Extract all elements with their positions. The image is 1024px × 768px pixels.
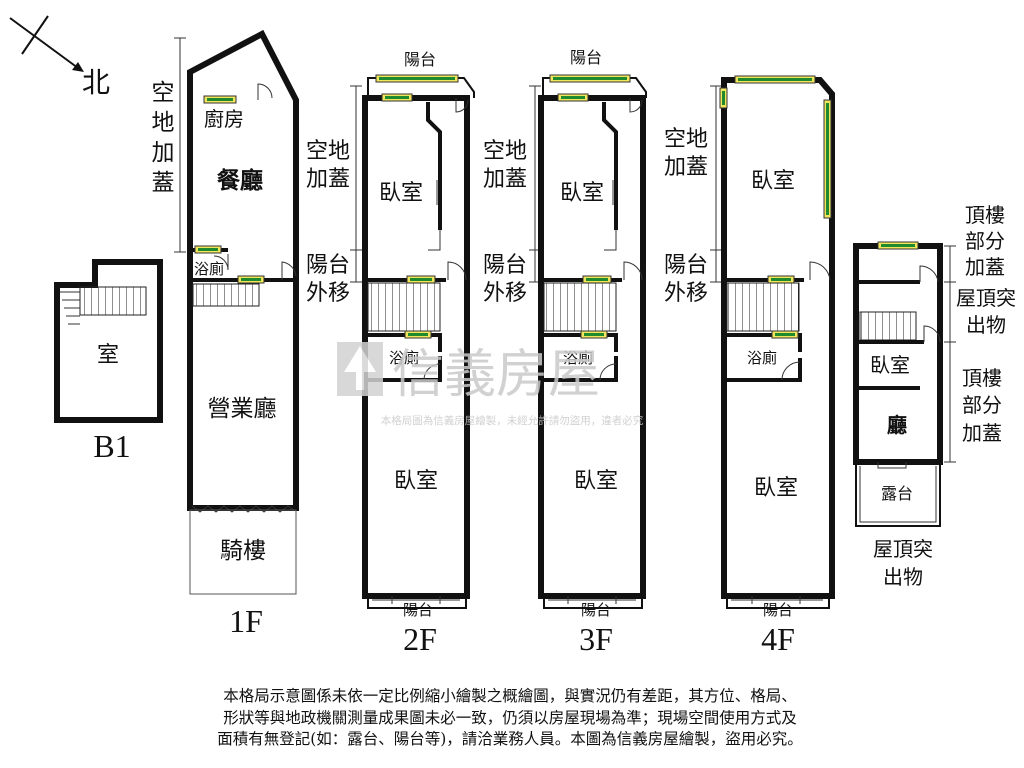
floor-label-1f: 1F [229, 603, 263, 639]
f2-side-addition-2: 加蓋 [306, 167, 350, 192]
f1-side-addition-1: 空 [152, 80, 175, 106]
f3-side-balcony-1: 陽台 [483, 253, 527, 278]
roof-terrace-label: 露台 [881, 484, 913, 503]
north-label: 北 [82, 66, 110, 99]
b1-stairs [60, 286, 147, 325]
f1-side-addition-3: 加 [152, 140, 175, 166]
f2-balcony-top-label: 陽台 [404, 50, 436, 69]
floor-3f: 空地 加蓋 陽台 外移 陽台 臥室 浴廁 臥室 陽台 [483, 48, 647, 619]
floor-label-4f: 4F [761, 621, 795, 657]
roof-bottom-addition-2: 部分 [962, 393, 1002, 417]
floor-label-b1: B1 [93, 428, 130, 464]
f4-balcony-bottom-label: 陽台 [763, 601, 793, 619]
f4-bath-label: 浴廁 [747, 349, 777, 367]
roof-protrusion-side-1: 屋頂突 [956, 286, 1016, 310]
f3-bedroom-upper-label: 臥室 [560, 181, 604, 206]
brand-logo-icon [337, 342, 383, 396]
f1-side-addition-2: 地 [152, 110, 175, 136]
watermark-notice: 本格局圖為信義房屋繪製，未經允許請勿盜用，違者必究 [381, 414, 644, 427]
f3-side-balcony-2: 外移 [483, 281, 527, 306]
roof-protrusion-below-2: 出物 [883, 565, 923, 589]
f3-balcony-bottom-label: 陽台 [581, 601, 611, 619]
roof-top-addition-1: 頂樓 [965, 203, 1005, 227]
disclaimer-line-1: 本格局示意圖係未依一定比例縮小繪製之概繪圖，與實況仍有差距，其方位、格局、 [223, 687, 797, 705]
north-arrow-icon [9, 15, 84, 72]
floor-label-2f: 2F [403, 621, 437, 657]
f2-balcony-bottom-label: 陽台 [403, 601, 433, 619]
disclaimer-line-3: 面積有無登記(如：露台、陽台等)，請洽業務人員。本圖為信義房屋繪製，盜用必究。 [217, 730, 803, 748]
f2-side-balcony-2: 外移 [306, 281, 350, 306]
floor-2f: 空地 加蓋 陽台 外移 陽台 臥室 浴廁 臥室 陽台 [306, 50, 475, 619]
disclaimer: 本格局示意圖係未依一定比例縮小繪製之概繪圖，與實況仍有差距，其方位、格局、 形狀… [110, 686, 910, 751]
floor-roof: 臥室 廳 露台 頂樓 部分 加蓋 屋頂突 出物 頂樓 部分 加蓋 屋頂突 出物 [853, 203, 1016, 589]
roof-room-label: 臥室 [870, 353, 910, 377]
f1-side-addition-4: 蓋 [152, 170, 175, 196]
f2-bedroom-lower-label: 臥室 [394, 469, 438, 494]
f1-dining-label: 餐廳 [217, 167, 263, 194]
f1-bath-label: 浴廁 [194, 260, 224, 278]
floor-label-3f: 3F [579, 621, 613, 657]
f4-side-addition-1: 空地 [664, 127, 708, 152]
roof-protrusion-below-1: 屋頂突 [873, 537, 933, 561]
watermark: 信義房屋 本格局圖為信義房屋繪製，未經允許請勿盜用，違者必究 [337, 342, 644, 427]
roof-top-addition-3: 加蓋 [965, 255, 1005, 279]
roof-protrusion-side-2: 出物 [966, 313, 1006, 337]
f1-hall-label: 營業廳 [208, 396, 277, 422]
floor-4f: 空地 加蓋 陽台 外移 臥室 浴廁 臥室 陽台 [664, 75, 835, 619]
floor-1f: 空 地 加 蓋 廚房 餐廳 浴廁 營業廳 騎樓 [152, 29, 299, 595]
f3-side-addition-2: 加蓋 [483, 167, 527, 192]
f2-bath-label: 浴廁 [389, 349, 419, 367]
f4-side-balcony-1: 陽台 [664, 253, 708, 278]
f3-side-addition-1: 空地 [483, 139, 527, 164]
f4-bedroom-lower-label: 臥室 [754, 476, 798, 501]
f3-bath-label: 浴廁 [563, 349, 593, 367]
f4-bedroom-upper-label: 臥室 [751, 169, 795, 194]
f1-kitchen-label: 廚房 [204, 107, 244, 131]
b1-room-label: 室 [97, 343, 119, 368]
f4-side-addition-2: 加蓋 [664, 155, 708, 180]
f3-balcony-top-label: 陽台 [570, 48, 602, 67]
roof-bottom-addition-3: 加蓋 [962, 421, 1002, 445]
roof-living-label: 廳 [887, 413, 907, 437]
f2-bedroom-upper-label: 臥室 [379, 181, 423, 206]
floor-b1: 室 [54, 259, 163, 423]
f2-side-addition-1: 空地 [306, 139, 350, 164]
roof-bottom-addition-1: 頂樓 [962, 366, 1002, 390]
f2-side-balcony-1: 陽台 [306, 253, 350, 278]
f3-bedroom-lower-label: 臥室 [574, 469, 618, 494]
watermark-brand: 信義房屋 [392, 345, 600, 405]
disclaimer-line-2: 形狀等與地政機關測量成果圖未必一致，仍須以房屋現場為準；現場空間使用方式及 [223, 708, 797, 727]
roof-top-addition-2: 部分 [965, 229, 1005, 253]
f1-arcade-label: 騎樓 [220, 538, 266, 564]
f4-side-balcony-2: 外移 [664, 281, 708, 306]
